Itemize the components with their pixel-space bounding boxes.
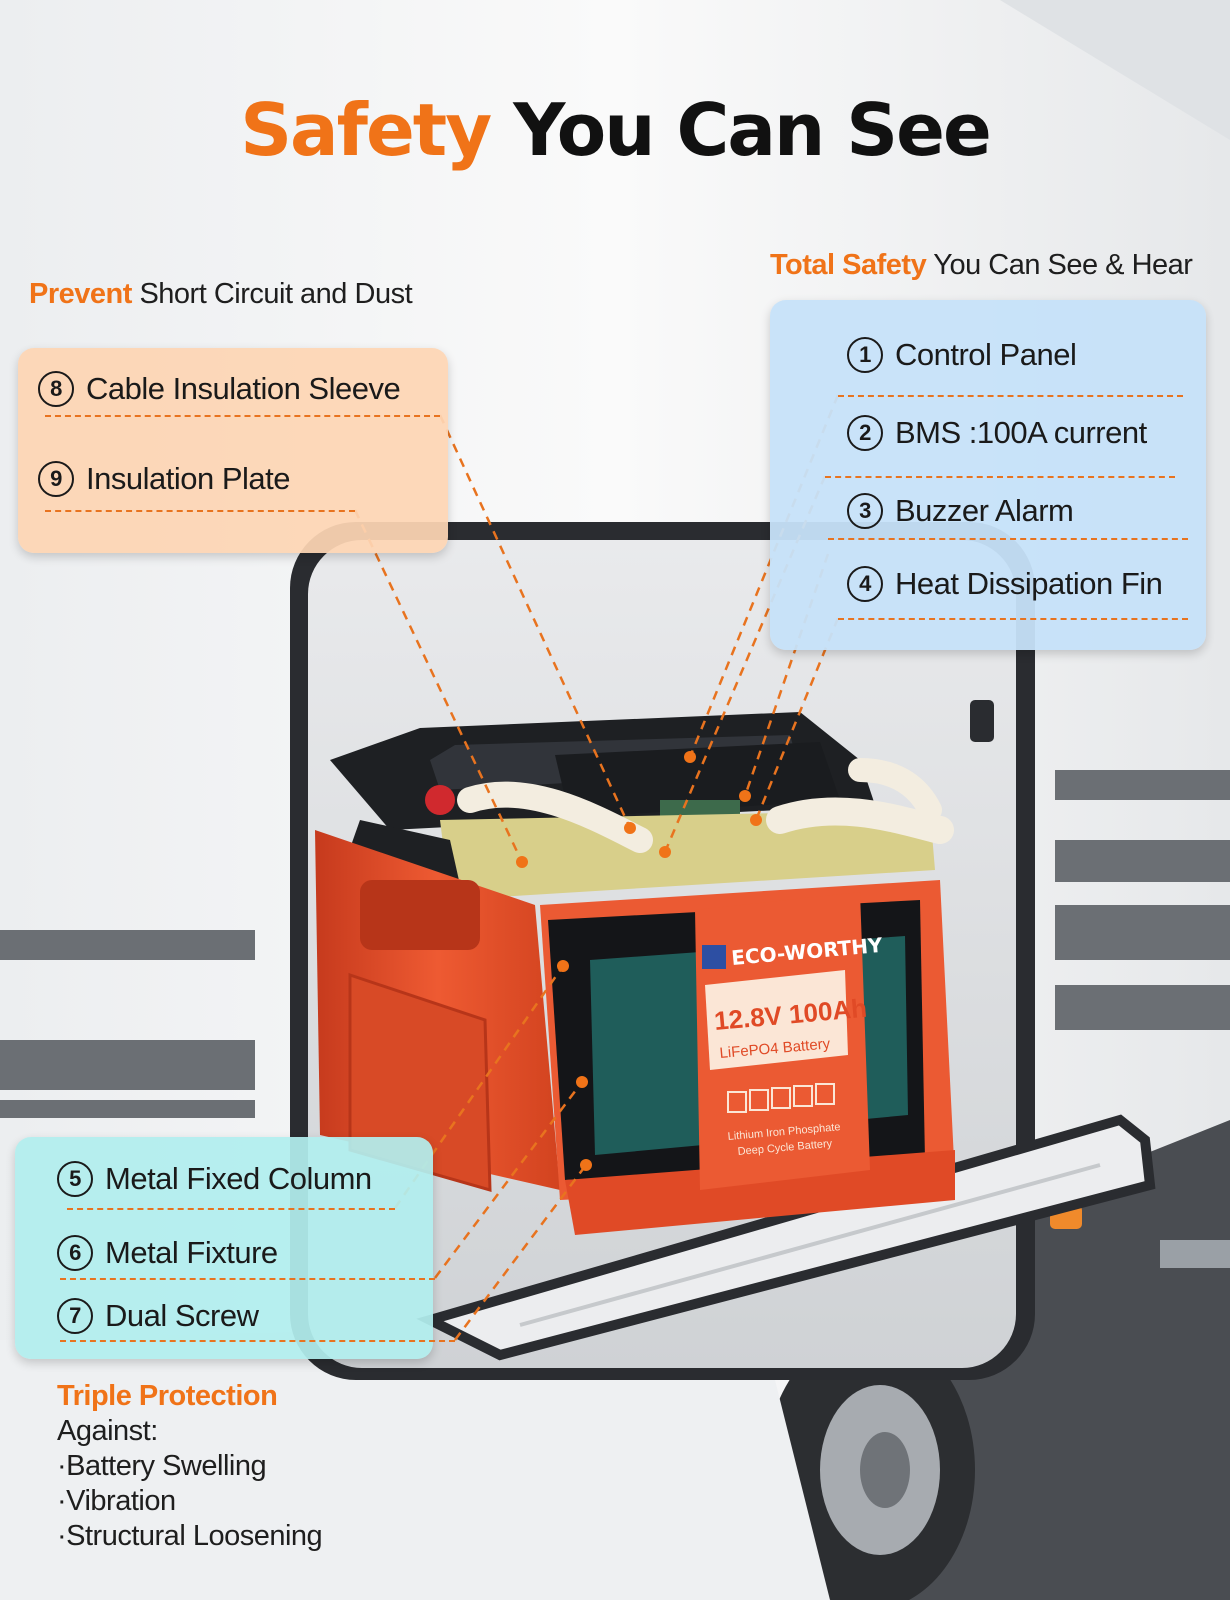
list-item-buzzer: 3 Buzzer Alarm <box>847 493 1074 529</box>
list-item-cable-sleeve: 8 Cable Insulation Sleeve <box>38 371 401 407</box>
right-caption-accent: Total Safety <box>770 249 927 281</box>
left-caption-rest: Short Circuit and Dust <box>139 278 413 310</box>
battery-label: ECO-WORTHY 12.8V 100Ah LiFePO4 Battery L… <box>695 892 884 1190</box>
divider <box>828 538 1188 540</box>
rv-side-stripes <box>0 770 1230 1118</box>
divider <box>838 395 1183 397</box>
divider <box>67 1208 395 1210</box>
number-badge: 3 <box>847 493 883 529</box>
rv-window-trim <box>1000 0 1230 140</box>
item-label: Control Panel <box>895 337 1077 372</box>
list-item-insulation-plate: 9 Insulation Plate <box>38 461 290 497</box>
right-caption-rest: You Can See & Hear <box>933 249 1193 281</box>
triple-protection-note: Triple Protection Against: ·Battery Swel… <box>57 1379 323 1554</box>
left-caption-accent: Prevent <box>29 278 132 310</box>
rv-step <box>1160 1240 1230 1268</box>
title-accent: Safety <box>240 88 492 172</box>
item-label: Cable Insulation Sleeve <box>86 371 401 406</box>
divider <box>45 415 440 417</box>
left-caption: Prevent Short Circuit and Dust <box>29 278 413 311</box>
number-badge: 4 <box>847 566 883 602</box>
rv-lower-skirt <box>0 1320 830 1600</box>
door-panel <box>416 1114 1156 1361</box>
item-label: Dual Screw <box>105 1298 259 1333</box>
number-badge: 2 <box>847 415 883 451</box>
safety-panel <box>770 300 1206 650</box>
number-badge: 6 <box>57 1235 93 1271</box>
item-label: Metal Fixture <box>105 1235 278 1270</box>
divider <box>825 476 1175 478</box>
item-label: Heat Dissipation Fin <box>895 566 1163 601</box>
certification-icons <box>727 1083 835 1113</box>
list-item-fixed-column: 5 Metal Fixed Column <box>57 1161 372 1197</box>
divider <box>45 510 355 512</box>
number-badge: 7 <box>57 1298 93 1334</box>
list-item-heat-fin: 4 Heat Dissipation Fin <box>847 566 1163 602</box>
page-title: Safety You Can See <box>0 88 1230 172</box>
number-badge: 9 <box>38 461 74 497</box>
item-label: Buzzer Alarm <box>895 493 1074 528</box>
item-label: Metal Fixed Column <box>105 1161 372 1196</box>
insulation-panel <box>18 348 448 553</box>
list-item-bms: 2 BMS :100A current <box>847 415 1147 451</box>
door-latch <box>970 700 994 742</box>
number-badge: 1 <box>847 337 883 373</box>
divider <box>838 618 1188 620</box>
number-badge: 8 <box>38 371 74 407</box>
tire <box>765 1330 975 1600</box>
protection-line: ·Battery Swelling <box>57 1450 267 1482</box>
protection-heading: Triple Protection <box>57 1380 278 1412</box>
right-caption: Total Safety You Can See & Hear <box>770 249 1193 282</box>
protection-line: ·Structural Loosening <box>57 1520 323 1552</box>
protection-line: Against: <box>57 1415 158 1447</box>
list-item-metal-fixture: 6 Metal Fixture <box>57 1235 278 1271</box>
title-rest: You Can See <box>513 88 992 172</box>
number-badge: 5 <box>57 1161 93 1197</box>
solar-logo-icon <box>702 945 726 969</box>
protection-line: ·Vibration <box>57 1485 176 1517</box>
divider <box>60 1340 455 1342</box>
divider <box>60 1278 435 1280</box>
item-label: BMS :100A current <box>895 415 1147 450</box>
item-label: Insulation Plate <box>86 461 290 496</box>
list-item-control-panel: 1 Control Panel <box>847 337 1077 373</box>
list-item-dual-screw: 7 Dual Screw <box>57 1298 259 1334</box>
anchor-dots <box>516 751 762 1171</box>
